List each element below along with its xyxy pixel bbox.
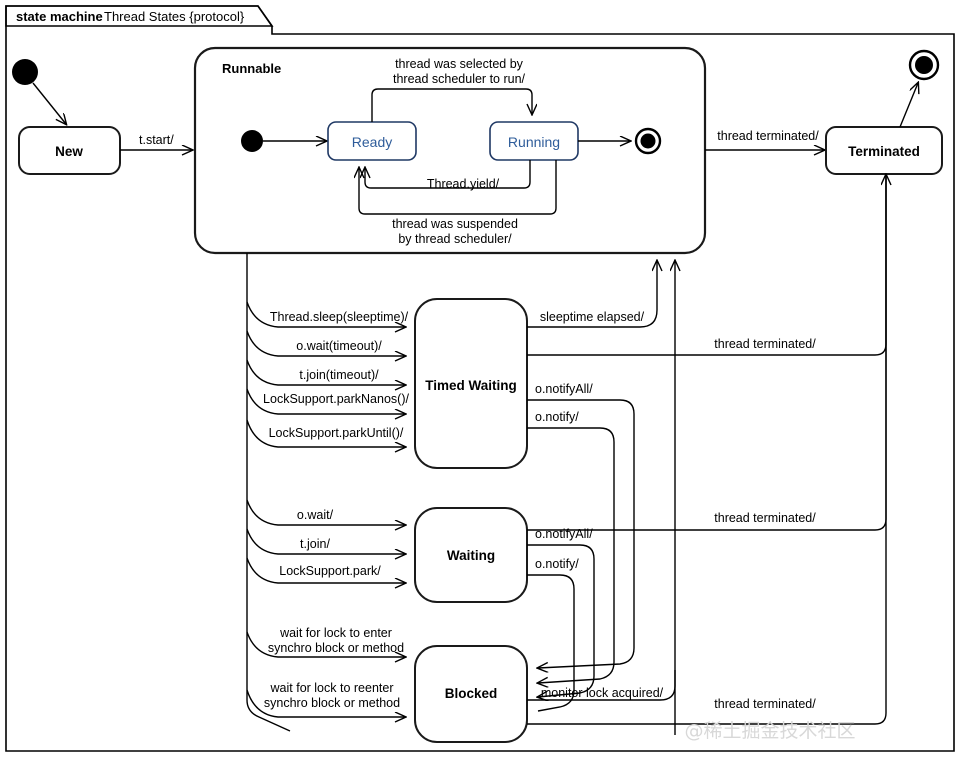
label-reenter-lock-line2: synchro block or method: [264, 696, 400, 710]
label-notify-timed: o.notify/: [535, 410, 579, 424]
edge-runnable-to-waiting-park: [246, 557, 405, 583]
label-suspended-line2: by thread scheduler/: [398, 232, 512, 246]
label-selected-line1: thread was selected by: [395, 57, 524, 71]
state-blocked[interactable]: Blocked: [414, 645, 528, 743]
substate-running-label: Running: [508, 134, 560, 150]
label-sleeptime-elapsed: sleeptime elapsed/: [540, 310, 645, 324]
label-thread-sleep: Thread.sleep(sleeptime)/: [270, 310, 409, 324]
state-new-label: New: [55, 144, 83, 159]
edge-waiting-to-blocked-notifyall: [527, 544, 595, 697]
edge-timedwaiting-to-blocked-notify: [527, 427, 615, 683]
label-thread-yield: Thread.yield/: [427, 177, 500, 191]
diagram-frame: state machine Thread States {protocol}: [5, 5, 955, 752]
edge-runnable-to-timedwaiting-wait-timeout: [246, 330, 405, 356]
state-waiting[interactable]: Waiting: [414, 507, 528, 603]
edge-waiting-to-blocked-notify: [527, 574, 575, 712]
final-node-ring: [908, 49, 940, 81]
state-waiting-label: Waiting: [447, 548, 495, 563]
state-timed-waiting[interactable]: Timed Waiting: [414, 298, 528, 469]
edge-runnable-to-waiting-join: [246, 528, 405, 554]
state-terminated-label: Terminated: [848, 144, 920, 159]
label-terminated-top: thread terminated/: [717, 129, 819, 143]
state-new[interactable]: New: [18, 126, 121, 175]
edge-runnable-to-timedwaiting-parkuntil: [246, 419, 405, 447]
state-terminated[interactable]: Terminated: [825, 126, 943, 175]
edge-terminated-to-final: [899, 83, 918, 128]
state-runnable[interactable]: Runnable: [193, 46, 707, 255]
label-t-join: t.join/: [300, 537, 330, 551]
state-runnable-label: Runnable: [222, 61, 281, 76]
label-wait-timeout: o.wait(timeout)/: [296, 339, 382, 353]
state-blocked-label: Blocked: [445, 686, 498, 701]
edge-timedwaiting-to-blocked-notifyall: [527, 399, 635, 668]
label-selected-line2: thread scheduler to run/: [393, 72, 526, 86]
label-terminated-blocked: thread terminated/: [714, 697, 816, 711]
substate-ready[interactable]: Ready: [327, 121, 417, 161]
label-terminated-timed: thread terminated/: [714, 337, 816, 351]
final-node: [915, 56, 933, 74]
edge-timedwaiting-to-runnable-sleeptime: [527, 261, 657, 328]
label-notifyall-timed: o.notifyAll/: [535, 382, 593, 396]
label-enter-lock-line2: synchro block or method: [268, 641, 404, 655]
edge-ready-to-running: [371, 88, 532, 122]
edge-runnable-to-timedwaiting-join-timeout: [246, 359, 405, 385]
trunk-runnable-left: [246, 253, 291, 732]
frame-kind-label: state machine: [16, 9, 103, 24]
label-notify-waiting: o.notify/: [535, 557, 579, 571]
label-join-timeout: t.join(timeout)/: [299, 368, 379, 382]
edge-runnable-to-timedwaiting-sleep: [246, 301, 405, 327]
edge-runnable-to-waiting-wait: [246, 499, 405, 525]
edge-blocked-to-terminated: [527, 175, 887, 725]
substate-ready-label: Ready: [352, 134, 392, 150]
edge-blocked-to-runnable-monitor: [527, 670, 676, 701]
edge-running-to-ready-yield: [365, 160, 531, 189]
runnable-final-node: [640, 133, 656, 149]
initial-node: [12, 59, 38, 85]
edge-initial-to-new: [32, 82, 66, 124]
label-terminated-waiting: thread terminated/: [714, 511, 816, 525]
label-notifyall-waiting: o.notifyAll/: [535, 527, 593, 541]
state-timed-waiting-label: Timed Waiting: [425, 378, 517, 393]
label-enter-lock-line1: wait for lock to enter: [279, 626, 392, 640]
substate-running[interactable]: Running: [489, 121, 579, 161]
label-park-until: LockSupport.parkUntil()/: [269, 426, 404, 440]
label-park-nanos: LockSupport.parkNanos()/: [263, 392, 409, 406]
label-locksupport-park: LockSupport.park/: [279, 564, 381, 578]
edge-runnable-to-blocked-enter: [246, 631, 405, 657]
label-t-start: t.start/: [139, 133, 174, 147]
frame-name-label: Thread States {protocol}: [104, 9, 245, 24]
label-monitor-acquired: monitor lock acquired/: [541, 686, 664, 700]
runnable-initial-node: [241, 130, 263, 152]
label-suspended-line1: thread was suspended: [392, 217, 518, 231]
edge-runnable-to-blocked-reenter: [246, 689, 405, 717]
label-reenter-lock-line1: wait for lock to reenter: [270, 681, 394, 695]
watermark: @稀土掘金技术社区: [684, 720, 855, 742]
label-o-wait: o.wait/: [297, 508, 334, 522]
runnable-final-node-ring: [634, 127, 662, 155]
edge-runnable-to-timedwaiting-parknanos: [246, 388, 405, 414]
edge-running-to-ready-suspended: [359, 160, 557, 215]
